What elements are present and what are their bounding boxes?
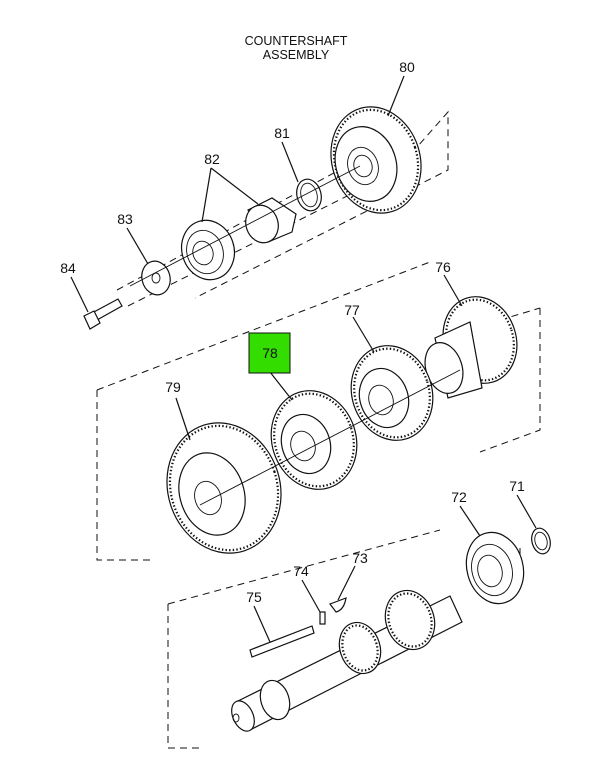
part-82-bearing [180, 197, 297, 281]
part-84-bolt [83, 298, 123, 330]
part-73-woodruff-key [329, 597, 347, 613]
countershaft [231, 589, 463, 732]
part-83-washer [141, 260, 171, 296]
callout-79[interactable]: 79 [165, 379, 181, 395]
part-71-snap-ring [531, 527, 551, 555]
callout-76[interactable]: 76 [435, 259, 451, 275]
callout-83[interactable]: 83 [117, 211, 133, 227]
callout-75[interactable]: 75 [246, 589, 262, 605]
part-80-gear [330, 106, 422, 214]
part-76-splined-gear [424, 296, 518, 399]
part-81-snap-ring [296, 178, 322, 212]
part-75-key-bar [249, 625, 315, 658]
callout-77[interactable]: 77 [344, 302, 360, 318]
part-77-gear [350, 345, 434, 441]
part-79-gear [166, 422, 282, 554]
callout-labels: 80 81 82 83 84 76 77 78 79 72 71 74 73 7… [60, 59, 525, 605]
callout-74[interactable]: 74 [293, 563, 309, 579]
middle-axis-line [199, 369, 461, 506]
callout-72[interactable]: 72 [451, 489, 467, 505]
callout-82[interactable]: 82 [204, 151, 220, 167]
callout-80[interactable]: 80 [399, 59, 415, 75]
upper-axis-line [129, 165, 361, 287]
highlight-box-78[interactable] [248, 332, 291, 374]
callout-78[interactable]: 78 [262, 345, 278, 361]
part-78-gear [270, 390, 358, 490]
diagram-title-line-1: COUNTERSHAFT [245, 34, 348, 48]
callout-73[interactable]: 73 [352, 550, 368, 566]
callout-81[interactable]: 81 [274, 125, 290, 141]
part-74-pin [319, 611, 326, 625]
leader-lines [70, 75, 537, 643]
callout-71[interactable]: 71 [509, 478, 525, 494]
diagram-title-line-2: ASSEMBLY [263, 48, 330, 62]
part-72-bearing [465, 531, 525, 605]
callout-84[interactable]: 84 [60, 260, 76, 276]
